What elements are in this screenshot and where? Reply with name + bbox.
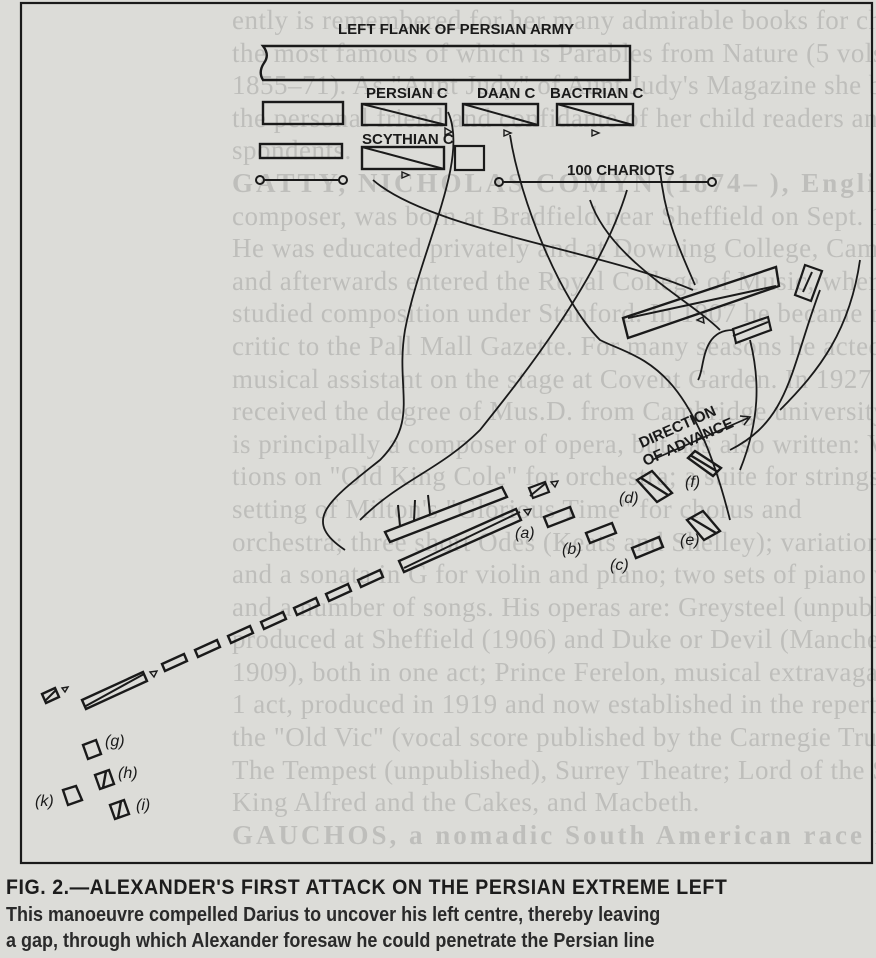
caption-line-1: This manoeuvre compelled Darius to uncov… — [6, 904, 661, 926]
macedonian-phalanx — [383, 480, 560, 574]
advance-arrow-icon — [651, 415, 752, 461]
persian-c-label: PERSIAN C — [366, 85, 448, 102]
page-text-line: and a sonata in G for violin and piano; … — [232, 559, 876, 590]
macedonian-left-wing — [40, 670, 159, 711]
detachment-e — [685, 509, 722, 542]
page-text-line: spondents. — [232, 135, 352, 166]
page-text-line: The Tempest (unpublished), Surrey Theatr… — [232, 754, 876, 785]
page-text-line: King Alfred and the Cakes, and Macbeth. — [232, 787, 700, 818]
macedonian-unit — [226, 624, 255, 645]
persian-left-cavalry-advanced — [621, 265, 781, 340]
daan-c-label: DAAN C — [477, 85, 535, 102]
detachment-c — [630, 535, 665, 560]
reserve-square — [453, 144, 486, 172]
diagram-frame — [19, 1, 874, 865]
macedonian-unit — [259, 610, 288, 631]
persian-army-block — [259, 44, 632, 82]
page-text-line: critic to the Pall Mall Gazette. For man… — [232, 330, 876, 361]
detachment-g — [81, 738, 103, 761]
page-text-line: the personal friend and confidante of he… — [232, 102, 876, 133]
detachment-a — [542, 505, 576, 529]
daan-cavalry — [461, 102, 540, 138]
persian-cavalry — [360, 102, 454, 137]
page-text-line: ently is remembered for her many admirab… — [232, 5, 876, 35]
page-text-line: composer, was born at Bradfield near She… — [232, 200, 876, 231]
marker-g: (g) — [105, 733, 125, 750]
scythian-c-label: SCYTHIAN C — [362, 131, 454, 148]
marker-c: (c) — [610, 557, 629, 574]
show-through-page-text: ently is remembered for her many admirab… — [232, 4, 876, 851]
marker-b: (b) — [562, 541, 582, 558]
detachment-b — [584, 521, 618, 545]
diagram-title: LEFT FLANK OF PERSIAN ARMY — [338, 21, 574, 38]
page-text-line: 1855–71). As "Aunt Judy" of Aunt Judy's … — [232, 70, 876, 101]
page-text-line: musical assistant on the stage at Covent… — [232, 363, 876, 394]
macedonian-line-units — [160, 568, 385, 673]
persian-unit-far-right — [793, 263, 824, 303]
persian-unit-block — [258, 142, 344, 160]
macedonian-unit — [193, 638, 222, 659]
detachment-h — [93, 768, 116, 791]
page-text-line: GAUCHOS, a nomadic South American race i… — [232, 819, 876, 850]
page-text-line: orchestra; three short Odes (Keats and S… — [232, 526, 876, 557]
marker-k: (k) — [35, 793, 54, 810]
direction-of-advance: DIRECTION OF ADVANCE — [636, 403, 736, 470]
chariots-left — [255, 175, 348, 185]
marker-i: (i) — [136, 797, 150, 814]
detachment-k — [61, 784, 84, 807]
figure-caption: FIG. 2.—ALEXANDER'S FIRST ATTACK ON THE … — [6, 874, 872, 954]
page-text-line: 1 act, produced in 1919 and now establis… — [232, 689, 876, 720]
page-text-line: 1909), both in one act; Prince Ferelon, … — [232, 656, 876, 687]
detachment-f — [686, 449, 723, 478]
detachment-i — [108, 798, 131, 821]
marker-e: (e) — [680, 532, 700, 549]
page-text-line: is principally a composer of opera, but … — [232, 428, 876, 459]
marker-h: (h) — [118, 765, 138, 782]
macedonian-unit — [356, 568, 385, 589]
page-text-line: produced at Sheffield (1906) and Duke or… — [232, 624, 876, 655]
marker-d: (d) — [619, 490, 639, 507]
detachment-d — [635, 469, 674, 504]
chariots-right — [494, 177, 717, 187]
page-text-line: the "Old Vic" (vocal score published by … — [232, 722, 876, 753]
caption-line-2: a gap, through which Alexander foresaw h… — [6, 930, 655, 952]
macedonian-unit — [160, 652, 189, 673]
page-text-line: the most famous of which is Parables fro… — [232, 37, 876, 68]
persian-unit-block — [261, 100, 345, 126]
persian-unit-small — [731, 315, 773, 345]
macedonian-unit — [324, 582, 353, 603]
bactrian-c-label: BACTRIAN C — [550, 85, 643, 102]
scythian-cavalry — [360, 145, 446, 180]
marker-f: (f) — [685, 474, 700, 491]
movement-paths — [322, 111, 861, 551]
marker-a: (a) — [515, 525, 535, 542]
bactrian-cavalry — [555, 102, 635, 138]
caption-title: FIG. 2.—ALEXANDER'S FIRST ATTACK ON THE … — [6, 876, 728, 899]
chariots-label: 100 CHARIOTS — [567, 162, 675, 179]
macedonian-unit — [292, 596, 321, 617]
page-text-line: received the degree of Mus.D. from Cambr… — [232, 396, 876, 427]
